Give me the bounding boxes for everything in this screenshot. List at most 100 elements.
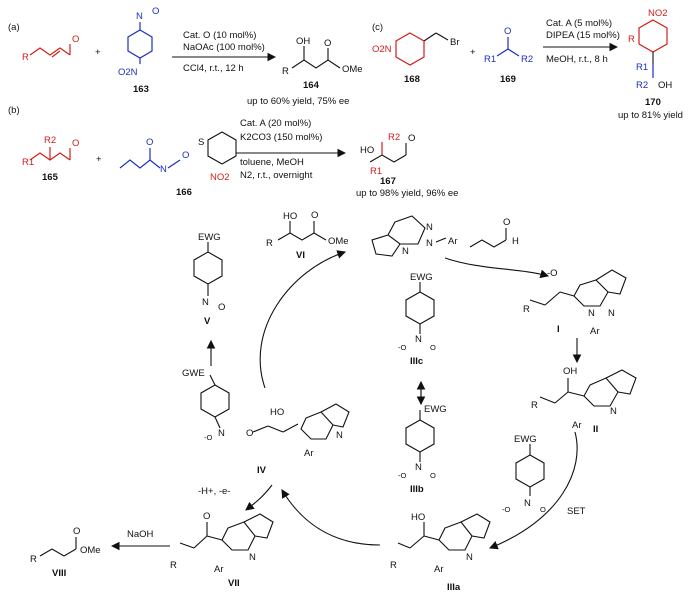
enal-substrate-a: R O xyxy=(22,34,79,63)
svg-text:Ar: Ar xyxy=(304,448,314,459)
compound-163-label: 163 xyxy=(133,84,149,95)
intermediate-IIIa: HO R Ar N IIIa xyxy=(390,512,491,593)
svg-text:O: O xyxy=(218,302,225,313)
svg-text:Ar: Ar xyxy=(214,564,224,575)
compound-164-label: 164 xyxy=(303,80,320,91)
svg-text:O: O xyxy=(72,138,79,149)
svg-text:O: O xyxy=(73,526,80,537)
svg-text:-O: -O xyxy=(398,471,406,480)
reagent-166: O N O S NO2 166 xyxy=(119,131,237,198)
compound-169-label: 169 xyxy=(500,74,516,85)
panel-b-label: (b) xyxy=(8,105,20,116)
svg-text:N: N xyxy=(415,462,422,473)
svg-text:R: R xyxy=(531,400,538,411)
label-VII: VII xyxy=(228,578,240,589)
svg-text:O: O xyxy=(504,26,511,37)
panel-a-label: (a) xyxy=(8,22,20,33)
compound-168-label: 168 xyxy=(404,74,420,85)
yield-b: up to 98% yield, 96% ee xyxy=(356,188,458,199)
svg-text:R: R xyxy=(22,52,29,63)
svg-text:toluene, MeOH: toluene, MeOH xyxy=(240,157,304,168)
compound-165-label: 165 xyxy=(42,172,59,183)
nitroarene-set: EWG N -O O xyxy=(502,434,546,514)
svg-text:N: N xyxy=(466,552,473,563)
svg-text:N: N xyxy=(415,334,422,345)
label-IIIc: IIIc xyxy=(410,356,423,367)
svg-text:OH: OH xyxy=(563,366,577,377)
compound-170-label: 170 xyxy=(645,97,661,108)
svg-text:Ar: Ar xyxy=(590,326,600,337)
pyridine-n-oxide-163: N O O2N 163 xyxy=(118,6,159,95)
intermediate-IV: GWE N -O O HO N Ar IV xyxy=(182,368,350,476)
svg-text:Ar: Ar xyxy=(448,236,458,247)
svg-text:N: N xyxy=(202,297,209,308)
svg-text:R: R xyxy=(390,560,397,571)
ester-VIII: O R OMe VIII xyxy=(30,526,101,579)
svg-text:R1: R1 xyxy=(370,166,382,177)
svg-text:R1: R1 xyxy=(636,62,648,73)
nhc-catalyst: N N N Ar xyxy=(371,215,458,257)
enal-cycle: O H xyxy=(469,217,519,248)
svg-text:S: S xyxy=(198,137,204,148)
svg-text:K2CO3 (150 mol%): K2CO3 (150 mol%) xyxy=(240,132,322,143)
svg-text:HO: HO xyxy=(283,211,297,222)
svg-text:OH: OH xyxy=(296,36,310,47)
svg-text:EWG: EWG xyxy=(514,434,537,445)
svg-text:O: O xyxy=(182,150,189,161)
svg-text:R2: R2 xyxy=(44,135,56,146)
svg-text:Ar: Ar xyxy=(572,420,582,431)
svg-text:OMe: OMe xyxy=(80,545,101,556)
deprotonation-label: -H+, -e- xyxy=(198,486,230,497)
svg-text:Cat. A (5 mol%): Cat. A (5 mol%) xyxy=(546,18,612,29)
svg-text:HO: HO xyxy=(360,145,374,156)
svg-text:R: R xyxy=(30,554,37,565)
ketone-169: O R1 R2 169 xyxy=(484,26,533,85)
panel-c-label: (c) xyxy=(372,22,383,33)
svg-text:O: O xyxy=(152,6,159,17)
svg-text:R: R xyxy=(523,304,530,315)
yield-c: up to 81% yield xyxy=(618,110,683,121)
svg-text:EWG: EWG xyxy=(410,272,433,283)
label-IIIb: IIIb xyxy=(410,484,424,495)
svg-text:R1: R1 xyxy=(22,157,34,168)
svg-text:HO: HO xyxy=(270,407,284,418)
svg-text:O: O xyxy=(72,34,79,45)
svg-text:DIPEA (15 mol%): DIPEA (15 mol%) xyxy=(546,30,620,41)
label-V: V xyxy=(204,316,211,327)
svg-text:N: N xyxy=(608,308,615,319)
svg-text:EWG: EWG xyxy=(424,404,447,415)
compound-167-label: 167 xyxy=(380,176,396,187)
svg-text:N: N xyxy=(426,222,433,233)
svg-text:R1: R1 xyxy=(484,54,496,65)
intermediate-I: -O R N N Ar I xyxy=(523,268,627,337)
svg-text:N: N xyxy=(588,308,595,319)
svg-text:N: N xyxy=(402,246,409,257)
svg-text:Br: Br xyxy=(450,37,460,48)
svg-text:R2: R2 xyxy=(636,80,648,91)
svg-text:O: O xyxy=(503,217,510,228)
svg-text:O: O xyxy=(540,505,546,514)
svg-text:-O: -O xyxy=(502,505,510,514)
label-IV: IV xyxy=(257,465,267,476)
svg-text:N: N xyxy=(610,406,617,417)
product-170: NO2 R R1 R2 OH 170 xyxy=(628,8,672,108)
svg-text:GWE: GWE xyxy=(182,368,205,379)
label-I: I xyxy=(557,324,560,335)
label-VIII: VIII xyxy=(52,568,66,579)
svg-text:NO2: NO2 xyxy=(210,172,230,183)
svg-text:OMe: OMe xyxy=(328,236,349,247)
svg-text:O: O xyxy=(430,471,436,480)
svg-text:R2: R2 xyxy=(521,54,533,65)
svg-text:+: + xyxy=(95,47,101,58)
svg-text:O: O xyxy=(246,428,253,439)
svg-text:OMe: OMe xyxy=(342,64,363,75)
product-164: OH O R OMe 164 xyxy=(282,36,363,91)
benzyl-bromide-168: Br O2N 168 xyxy=(372,32,460,85)
svg-text:Cat. O (10 mol%): Cat. O (10 mol%) xyxy=(183,30,256,41)
svg-text:O: O xyxy=(146,137,153,148)
svg-text:-O: -O xyxy=(398,343,406,352)
svg-text:N: N xyxy=(160,164,167,175)
svg-text:O: O xyxy=(430,343,436,352)
acyl-azolium-VII: O R Ar N VII xyxy=(170,511,274,589)
svg-text:O: O xyxy=(408,133,415,144)
